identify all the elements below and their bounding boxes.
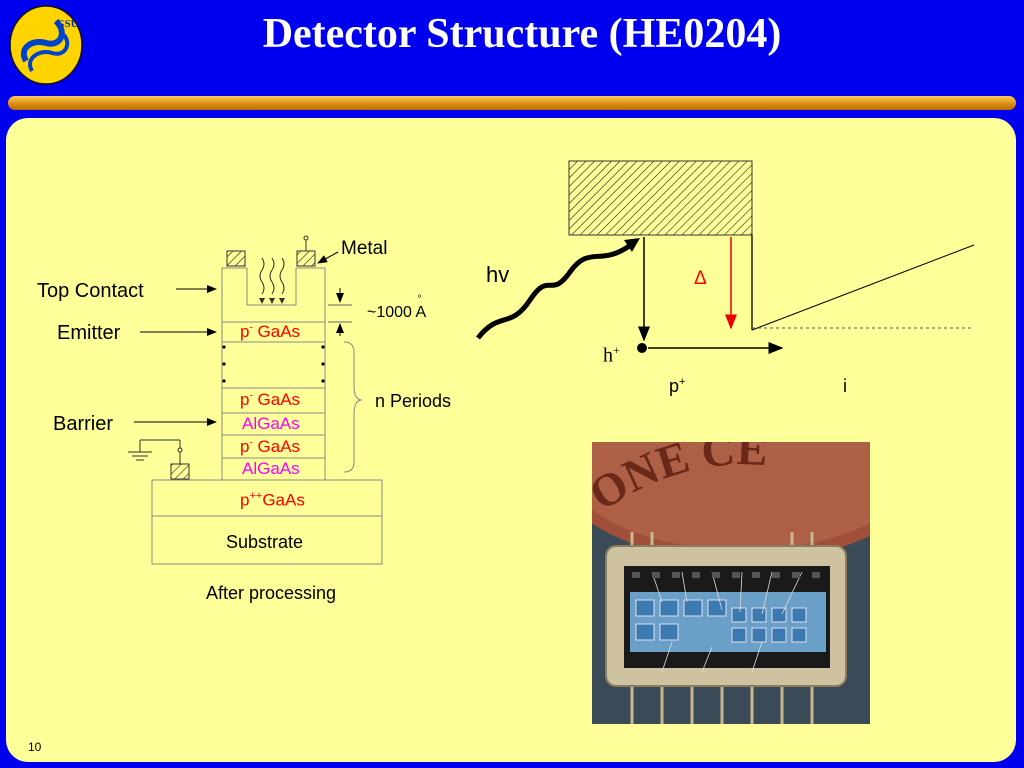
metal-label: Metal — [341, 238, 388, 259]
region-p-label: p+ — [669, 376, 686, 396]
barrier-layer-2: AlGaAs — [242, 459, 300, 478]
caption-after-processing: After processing — [206, 583, 337, 603]
region-i-label: i — [843, 376, 847, 396]
mesa-outline — [221, 267, 326, 480]
hole-dot — [637, 343, 647, 353]
incident-light-arrows — [259, 257, 285, 295]
metal-band-block — [568, 160, 753, 236]
ellipsis-dots — [222, 345, 325, 383]
page-number: 10 — [28, 740, 42, 754]
metal-contact-right — [296, 250, 316, 267]
n-periods-label: n Periods — [375, 391, 452, 411]
hole-label: h+ — [603, 343, 620, 367]
period-p-layer-2: p- GaAs — [240, 437, 301, 456]
angstrom-unit: A° — [415, 294, 427, 321]
device-photo: ONE CE — [592, 442, 870, 724]
slide-title: Detector Structure (HE0204) — [262, 11, 782, 57]
thickness-label: ~1000 A° — [367, 294, 427, 321]
metal-contact-bottom — [170, 463, 190, 480]
metal-pointer — [317, 251, 339, 264]
delta-label: Δ — [694, 268, 707, 289]
emitter-label: Emitter — [57, 322, 121, 344]
base-layer-label: p++GaAs — [240, 490, 305, 510]
top-contact-label: Top Contact — [37, 280, 144, 302]
header-rule — [8, 96, 1016, 110]
barrier-slope — [751, 244, 975, 331]
substrate-label: Substrate — [226, 532, 304, 552]
barrier-label: Barrier — [53, 413, 114, 435]
barrier-layer-1: AlGaAs — [242, 414, 300, 433]
ground-symbol — [128, 451, 152, 461]
gsu-logo: GSU — [9, 5, 83, 85]
n-periods-brace — [343, 341, 363, 473]
photon-wave — [476, 241, 634, 340]
substrate-layer — [151, 515, 383, 565]
emitter-layer-label: p- GaAs — [240, 322, 301, 341]
metal-contact-left — [226, 250, 246, 267]
period-p-layer-1: p- GaAs — [240, 390, 301, 409]
logo-text: GSU — [56, 18, 79, 30]
photon-label: hv — [486, 262, 510, 287]
